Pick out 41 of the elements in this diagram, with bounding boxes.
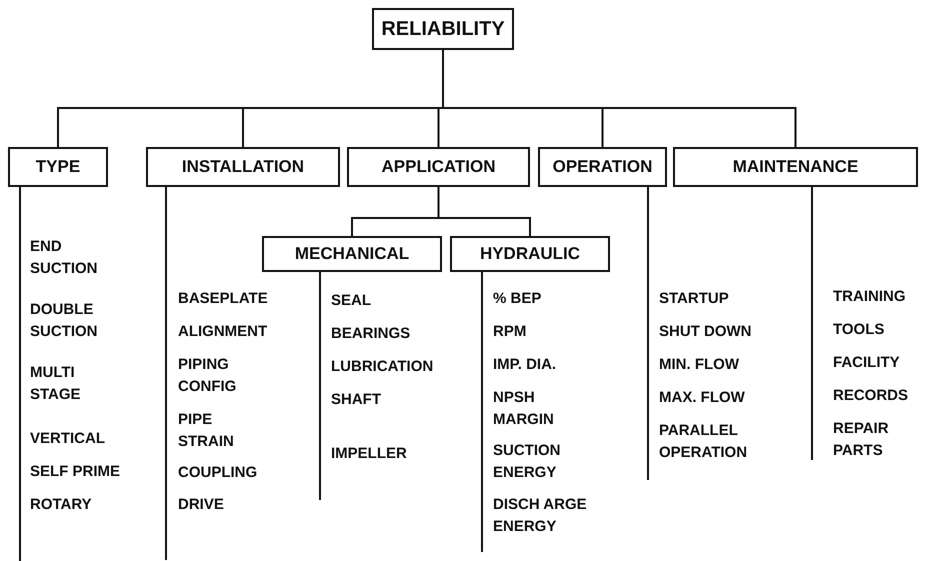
list-item: IMP. DIA.	[493, 355, 556, 375]
category-box: MECHANICAL	[262, 236, 442, 272]
list-item: ROTARY	[30, 495, 92, 515]
list-item: ALIGNMENT	[178, 322, 268, 342]
list-item: SHUT DOWN	[659, 322, 752, 342]
list-item: STARTUP	[659, 289, 729, 309]
list-item: BASEPLATE	[178, 289, 268, 309]
list-item: % BEP	[493, 289, 542, 309]
list-item: IMPELLER	[331, 444, 407, 464]
list-item: COUPLING	[178, 463, 258, 483]
list-item: SUCTION ENERGY	[493, 441, 562, 483]
list-item: FACILITY	[833, 353, 900, 373]
list-item: DRIVE	[178, 495, 224, 515]
list-item: MULTI STAGE	[30, 363, 82, 405]
category-box: RELIABILITY	[372, 8, 514, 50]
list-item: VERTICAL	[30, 429, 105, 449]
category-box: MAINTENANCE	[673, 147, 918, 187]
list-item: SHAFT	[331, 390, 381, 410]
list-item: SEAL	[331, 291, 372, 311]
category-box: HYDRAULIC	[450, 236, 610, 272]
list-item: DOUBLE SUCTION	[30, 300, 98, 342]
list-item: TOOLS	[833, 320, 884, 340]
list-item: SELF PRIME	[30, 462, 120, 482]
list-item: MIN. FLOW	[659, 355, 739, 375]
list-item: PIPING CONFIG	[178, 355, 238, 397]
list-item: REPAIR PARTS	[833, 419, 890, 461]
list-item: DISCH ARGE ENERGY	[493, 495, 588, 537]
list-item: PIPE STRAIN	[178, 410, 235, 452]
list-item: BEARINGS	[331, 324, 410, 344]
list-item: END SUCTION	[30, 237, 98, 279]
category-box: APPLICATION	[347, 147, 530, 187]
category-box: INSTALLATION	[146, 147, 340, 187]
category-box: OPERATION	[538, 147, 667, 187]
list-item: MAX. FLOW	[659, 388, 745, 408]
category-box: TYPE	[8, 147, 108, 187]
list-item: RECORDS	[833, 386, 908, 406]
list-item: TRAINING	[833, 287, 906, 307]
list-item: RPM	[493, 322, 526, 342]
list-item: PARALLEL OPERATION	[659, 421, 748, 463]
list-item: LUBRICATION	[331, 357, 434, 377]
list-item: NPSH MARGIN	[493, 388, 555, 430]
